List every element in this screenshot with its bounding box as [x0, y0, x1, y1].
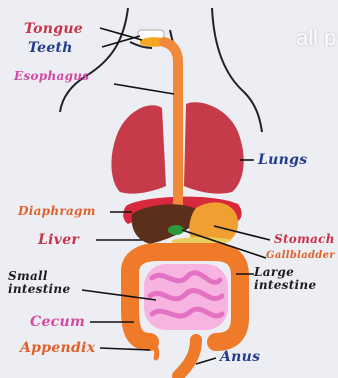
- right-lung-shape: [184, 102, 244, 193]
- gallbladder-shape: [168, 225, 184, 235]
- label-small-intestine: Small intestine: [8, 270, 70, 295]
- label-tongue: Tongue: [24, 22, 83, 36]
- label-esophagus: Esophagus: [14, 70, 89, 82]
- esophagus-shape: [164, 42, 178, 212]
- watermark-text: all p: [296, 27, 336, 49]
- label-teeth: Teeth: [28, 41, 73, 55]
- label-liver: Liver: [38, 233, 79, 247]
- label-gallbladder: Gallbladder: [266, 251, 335, 261]
- label-cecum: Cecum: [30, 315, 85, 329]
- left-lung-shape: [111, 105, 166, 193]
- label-stomach: Stomach: [274, 233, 335, 245]
- esophagus-pointer: [114, 84, 174, 94]
- label-large-intestine: Large intestine: [254, 266, 316, 291]
- rectum-shape: [178, 340, 196, 376]
- label-appendix: Appendix: [20, 341, 95, 355]
- label-diaphragm: Diaphragm: [18, 205, 96, 217]
- label-lungs: Lungs: [258, 153, 307, 167]
- label-anus: Anus: [220, 350, 260, 364]
- anus-pointer: [196, 358, 216, 364]
